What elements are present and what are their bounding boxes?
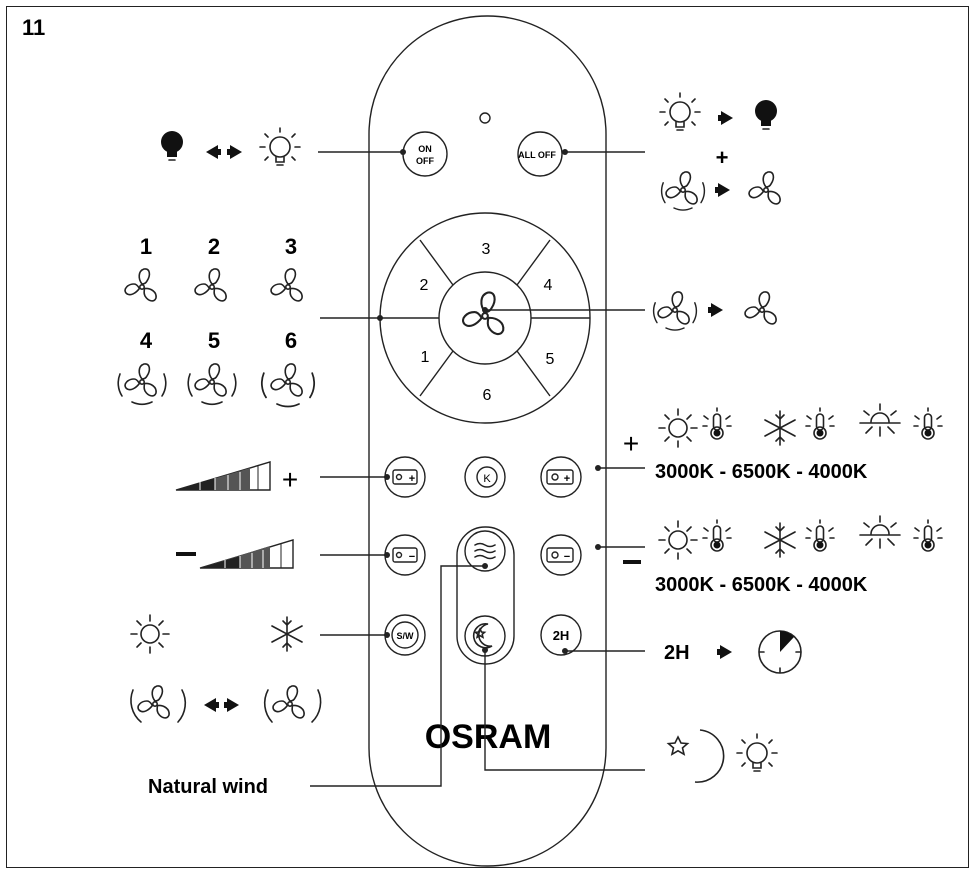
power-button[interactable]: ON OFF (402, 131, 448, 177)
brightness-up-button[interactable]: + (384, 456, 426, 498)
all-off-button[interactable]: ALL OFF (517, 131, 563, 177)
leader-lines (310, 149, 645, 787)
fan-icon (270, 268, 303, 302)
svg-text:−: − (564, 551, 570, 563)
thermometer-icon (702, 519, 732, 552)
sunset-icon (859, 515, 901, 549)
bulb-off-icon (754, 99, 778, 130)
summer-winter-button[interactable]: S/W (384, 614, 426, 656)
fan-spinning-icon (137, 685, 170, 719)
fan-spinning-icon (272, 685, 305, 719)
arrow-left-right-icon (204, 698, 239, 712)
arrow-right-icon (718, 111, 733, 125)
thermometer-icon (913, 519, 943, 552)
speed-label-4: 4 (140, 328, 153, 353)
thermometer-icon (702, 407, 732, 440)
arrow-right-icon (715, 183, 730, 197)
snowflake-icon (764, 410, 796, 446)
clock-icon (758, 630, 802, 674)
speed-sector-4[interactable]: 4 (544, 277, 553, 294)
speed-label-5: 5 (208, 328, 220, 353)
colortemp-minus-sign (623, 560, 641, 564)
svg-text:2H: 2H (553, 628, 570, 643)
remote-body (368, 15, 607, 867)
arrow-right-icon (708, 303, 723, 317)
fan-spinning-icon (657, 291, 690, 325)
speed-label-3: 3 (285, 234, 297, 259)
speed-label-1: 1 (140, 234, 152, 259)
thermometer-icon (805, 407, 835, 440)
brightness-ramp-icon (199, 539, 294, 569)
svg-text:S/W: S/W (397, 631, 415, 641)
speed-sector-1[interactable]: 1 (421, 349, 430, 366)
speed-sector-3[interactable]: 3 (482, 241, 491, 258)
brightness-minus-sign (176, 552, 196, 556)
speed-sector-2[interactable]: 2 (420, 277, 429, 294)
fan-icon (744, 291, 777, 325)
fan-toggle-icon[interactable] (461, 291, 505, 336)
brightness-plus-sign: + (282, 464, 298, 495)
colortemp-sequence-up: 3000K - 6500K - 4000K (655, 461, 868, 483)
colortemp-sequence-down: 3000K - 6500K - 4000K (655, 574, 868, 596)
svg-text:+: + (409, 473, 415, 485)
svg-text:−: − (409, 551, 415, 563)
fan-icon (124, 268, 157, 302)
fan-spinning-icon (124, 363, 157, 397)
timer-label: 2H (664, 642, 690, 664)
svg-text:+: + (564, 473, 570, 485)
sun-icon (130, 614, 170, 654)
star-moon-icon (666, 729, 725, 783)
fan-spinning-icon (270, 363, 303, 397)
fan-spinning-icon (665, 171, 698, 205)
figure-frame (6, 6, 969, 868)
all-off-label: ALL OFF (518, 150, 556, 160)
power-button-label: ON (418, 144, 432, 154)
brightness-down-button[interactable]: − (384, 534, 426, 576)
status-led (479, 112, 491, 124)
brand-logo: OSRAM (425, 718, 552, 756)
snowflake-icon (764, 522, 796, 558)
sun-icon (658, 408, 698, 448)
thermometer-icon (805, 519, 835, 552)
speed-label-2: 2 (208, 234, 220, 259)
colortemp-mode-button[interactable]: K (464, 456, 506, 498)
bulb-on-icon (259, 127, 301, 166)
snowflake-icon (271, 616, 303, 652)
svg-text:OFF: OFF (416, 156, 434, 166)
arrow-right-icon (717, 645, 732, 659)
fan-spinning-icon (194, 363, 227, 397)
bulb-off-icon (160, 130, 184, 161)
sunset-icon (859, 403, 901, 437)
fan-icon (194, 268, 227, 302)
colortemp-down-button[interactable]: − (540, 534, 582, 576)
arrow-left-right-icon (206, 145, 242, 159)
speed-label-6: 6 (285, 328, 297, 353)
thermometer-icon (913, 407, 943, 440)
bulb-on-icon (659, 92, 701, 131)
bulb-on-icon (736, 733, 778, 772)
all-off-plus: + (716, 145, 729, 170)
colortemp-up-button[interactable]: + (540, 456, 582, 498)
colortemp-plus-sign: + (623, 428, 639, 459)
sun-icon (658, 520, 698, 560)
fan-speed-legend: 1 2 3 4 5 6 (117, 234, 316, 408)
svg-text:K: K (483, 473, 491, 485)
speed-sector-6[interactable]: 6 (483, 387, 492, 404)
brightness-ramp-icon (175, 461, 271, 491)
natural-wind-label: Natural wind (148, 776, 268, 798)
timer-2h-button[interactable]: 2H (540, 614, 582, 656)
fan-icon (748, 171, 781, 205)
natural-wind-button[interactable] (464, 530, 506, 572)
figure-number: 11 (22, 15, 45, 40)
speed-sector-5[interactable]: 5 (546, 351, 555, 368)
